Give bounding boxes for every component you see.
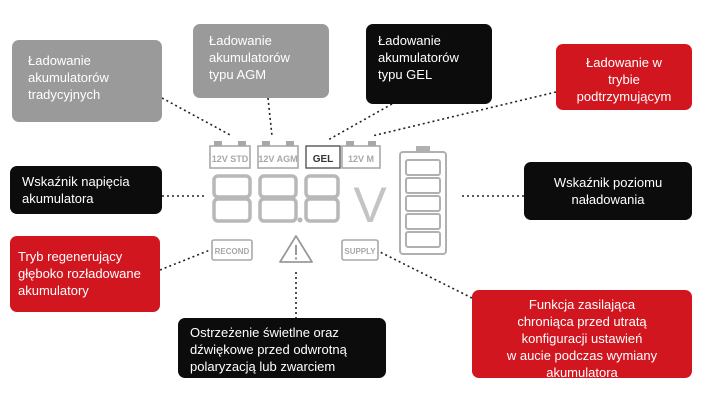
leader-regeneration	[159, 249, 211, 271]
supply-icon: SUPPLY	[341, 239, 379, 261]
leader-agm	[267, 97, 273, 137]
m-icon-label: 12V M	[348, 154, 374, 164]
digit-3-icon	[304, 174, 340, 223]
leader-traditional	[161, 97, 233, 137]
leader-float	[371, 91, 557, 137]
voltage-unit: V	[353, 177, 387, 233]
callout-voltage: Wskaźnik napięcia akumulatora	[10, 166, 162, 214]
decimal-point-icon	[297, 217, 303, 223]
agm-icon-label: 12V AGM	[258, 154, 297, 164]
agm-icon: 12V AGM	[257, 141, 299, 169]
voltage-digits	[212, 174, 340, 223]
supply-icon-label: SUPPLY	[344, 247, 376, 256]
leader-supply	[379, 251, 473, 299]
callout-warning: Ostrzeżenie świetlne oraz dźwiękowe prze…	[178, 318, 386, 378]
digit-1-icon	[212, 174, 252, 223]
recond-icon-label: RECOND	[215, 247, 250, 256]
std-icon-label: 12V STD	[212, 154, 249, 164]
callout-supply: Funkcja zasilająca chroniąca przed utrat…	[472, 290, 692, 380]
gel-icon: GEL	[305, 145, 341, 169]
m-icon: 12V M	[341, 141, 381, 169]
digit-2-icon	[258, 174, 298, 223]
callout-regeneration: Tryb regenerujący głęboko rozładowane ak…	[10, 236, 160, 312]
warning-icon	[279, 235, 313, 263]
battery-level-icon	[399, 146, 447, 255]
callout-level: Wskaźnik poziomu naładowania	[524, 162, 692, 220]
recond-icon: RECOND	[211, 239, 253, 261]
callout-traditional: Ładowanie akumulatorów tradycyjnych	[12, 40, 162, 122]
callout-float: Ładowanie w trybie podtrzymującym	[556, 44, 692, 110]
leader-gel	[327, 103, 393, 141]
callout-gel: Ładowanie akumulatorów typu GEL	[366, 24, 492, 104]
std-icon: 12V STD	[209, 141, 251, 169]
gel-icon-label: GEL	[313, 154, 334, 165]
callout-agm: Ładowanie akumulatorów typu AGM	[193, 24, 329, 98]
leader-lines	[159, 91, 557, 318]
